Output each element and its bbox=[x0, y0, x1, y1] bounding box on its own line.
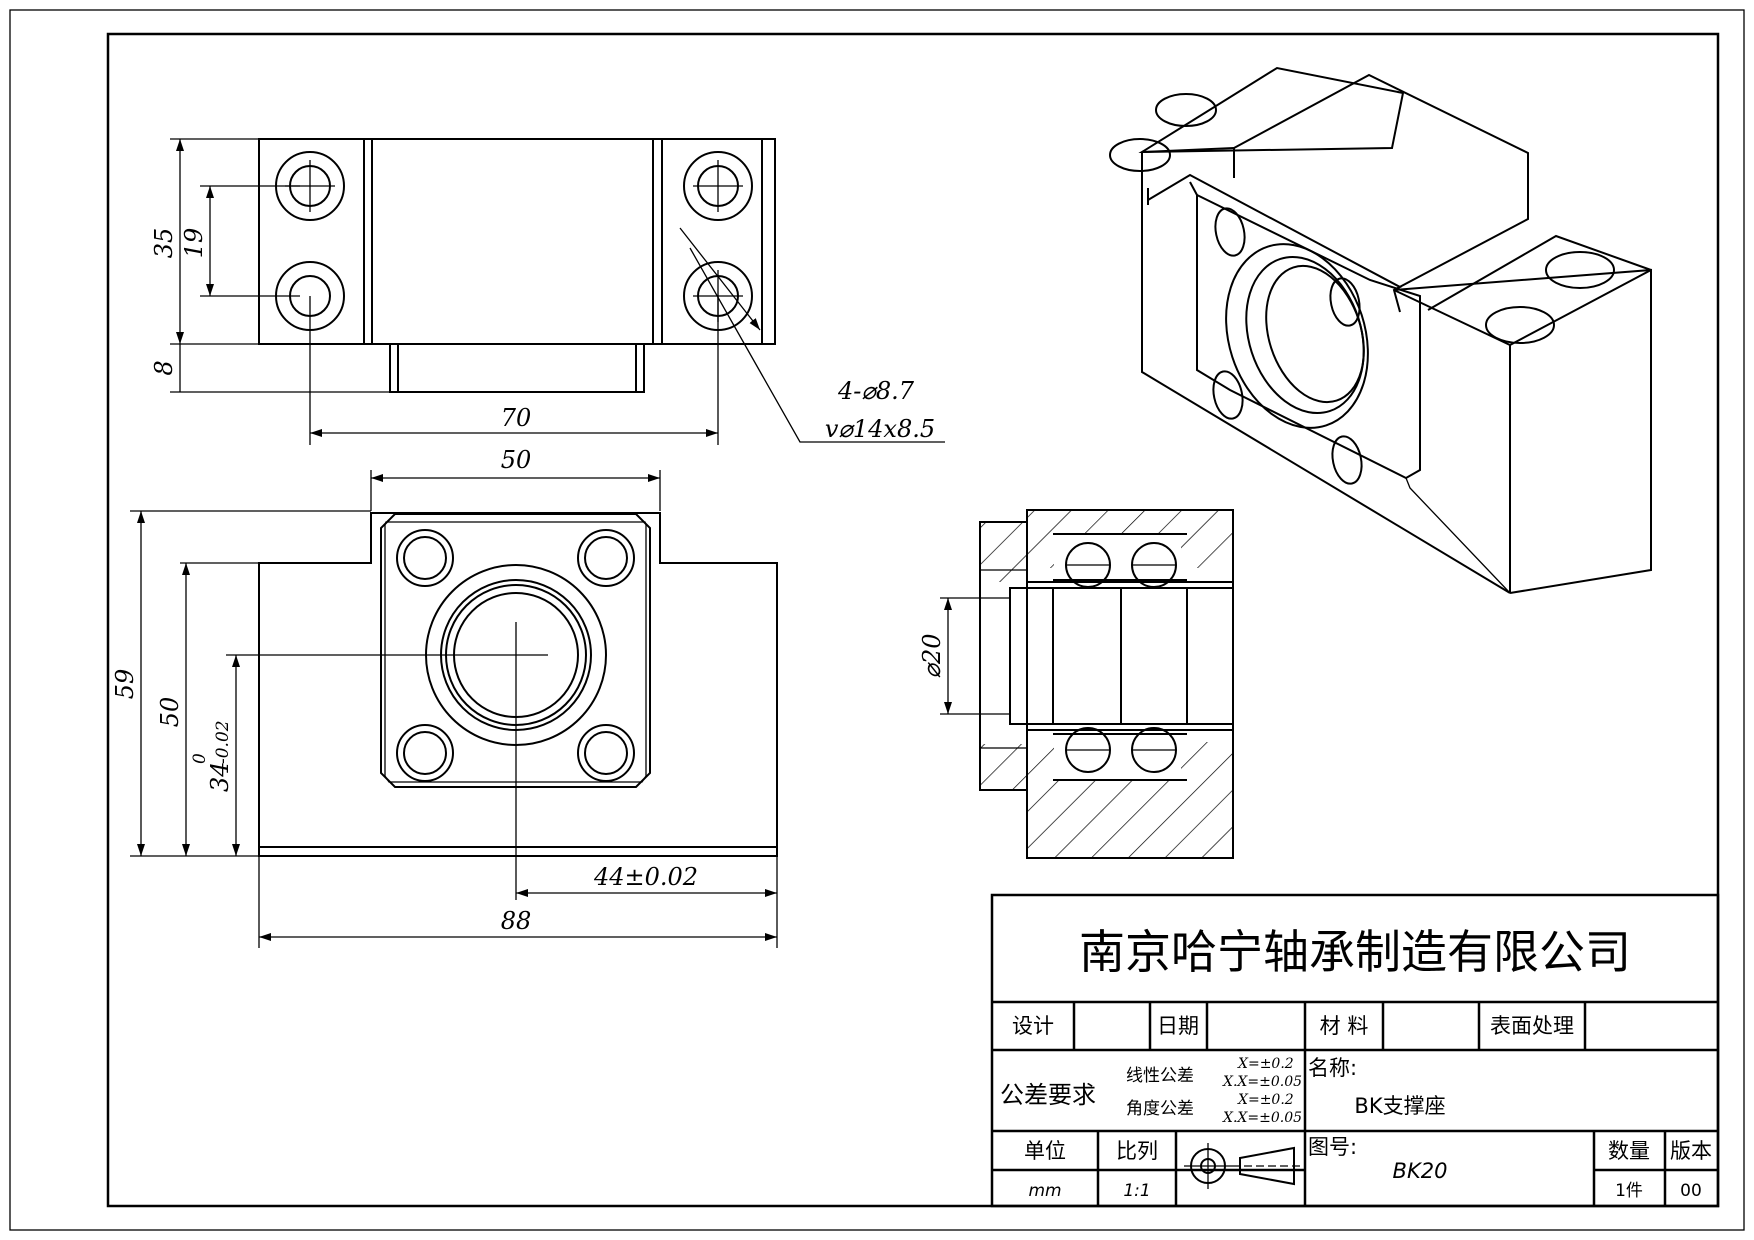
section-bearing-ball bbox=[1131, 727, 1177, 773]
dim-8: 8 bbox=[150, 360, 178, 375]
top-view bbox=[170, 138, 945, 445]
section-view bbox=[940, 509, 1234, 859]
isometric-view bbox=[1109, 66, 1652, 594]
drawing-no-value: BK20 bbox=[1393, 1159, 1448, 1183]
company-name: 南京哈宁轴承制造有限公司 bbox=[1079, 925, 1631, 979]
dim-34-upper-tol: 0 bbox=[190, 753, 210, 764]
date-label: 日期 bbox=[1157, 1014, 1199, 1038]
title-block bbox=[990, 893, 1720, 1208]
iso-bore bbox=[1225, 243, 1369, 429]
sheet-inner-border bbox=[106, 32, 1720, 1208]
iso-flange-hole bbox=[1331, 435, 1363, 485]
design-label: 设计 bbox=[1012, 1014, 1054, 1038]
sheet-outer-border bbox=[9, 9, 1745, 1231]
iso-flange-hole bbox=[1214, 207, 1246, 257]
dim-34: 34 bbox=[206, 761, 234, 792]
scale-label: 比列 bbox=[1116, 1139, 1158, 1163]
iso-top-hole bbox=[1545, 251, 1615, 289]
name-value: BK支撑座 bbox=[1354, 1094, 1445, 1118]
dim-44: 44±0.02 bbox=[593, 863, 698, 891]
dim-phi20: ⌀20 bbox=[918, 634, 946, 679]
version-label: 版本 bbox=[1670, 1139, 1712, 1163]
angular-tol-1: X=±0.2 bbox=[1237, 1092, 1294, 1108]
dim-35: 35 bbox=[150, 228, 178, 259]
dim-88: 88 bbox=[501, 907, 532, 935]
iso-flange-hole bbox=[1212, 370, 1244, 420]
section-bearing-ball bbox=[1131, 542, 1177, 588]
linear-tol-label: 线性公差 bbox=[1126, 1066, 1194, 1086]
qty-value: 1件 bbox=[1615, 1181, 1643, 1201]
surface-label: 表面处理 bbox=[1490, 1014, 1574, 1038]
section-bearing-ball bbox=[1065, 727, 1111, 773]
dim-34-lower-tol: -0.02 bbox=[213, 720, 233, 764]
unit-label: 单位 bbox=[1024, 1139, 1066, 1163]
front-view-hole bbox=[577, 724, 635, 782]
dim-70: 70 bbox=[501, 404, 532, 432]
linear-tol-1: X=±0.2 bbox=[1237, 1056, 1294, 1072]
dim-59: 59 bbox=[111, 669, 139, 700]
front-view-hole bbox=[577, 529, 635, 587]
projection-symbol bbox=[1184, 1143, 1300, 1189]
name-label: 名称: bbox=[1308, 1056, 1357, 1080]
qty-label: 数量 bbox=[1608, 1139, 1650, 1163]
version-value: 00 bbox=[1680, 1181, 1702, 1201]
front-view bbox=[130, 470, 778, 948]
scale-value: 1:1 bbox=[1123, 1181, 1150, 1201]
angular-tol-2: X.X=±0.05 bbox=[1222, 1110, 1302, 1126]
front-view-hole bbox=[396, 724, 454, 782]
dim-19: 19 bbox=[180, 228, 208, 259]
linear-tol-2: X.X=±0.05 bbox=[1222, 1074, 1302, 1090]
dim-hole-qty: 4-⌀8.7 bbox=[837, 377, 915, 405]
material-label: 材 料 bbox=[1320, 1014, 1369, 1038]
iso-top-hole bbox=[1155, 93, 1217, 127]
tolerance-label: 公差要求 bbox=[1000, 1081, 1096, 1109]
iso-top-hole bbox=[1485, 306, 1555, 344]
dim-hole-counterbore: v⌀14x8.5 bbox=[825, 415, 935, 443]
unit-value: mm bbox=[1028, 1181, 1061, 1201]
iso-top-hole bbox=[1109, 138, 1171, 172]
dim-50-top: 50 bbox=[501, 446, 532, 474]
dim-50-side: 50 bbox=[156, 697, 184, 728]
front-view-hole bbox=[396, 529, 454, 587]
drawing-no-label: 图号: bbox=[1308, 1135, 1357, 1159]
angular-tol-label: 角度公差 bbox=[1126, 1099, 1194, 1119]
iso-flange-hole bbox=[1329, 277, 1361, 327]
section-bearing-ball bbox=[1065, 542, 1111, 588]
